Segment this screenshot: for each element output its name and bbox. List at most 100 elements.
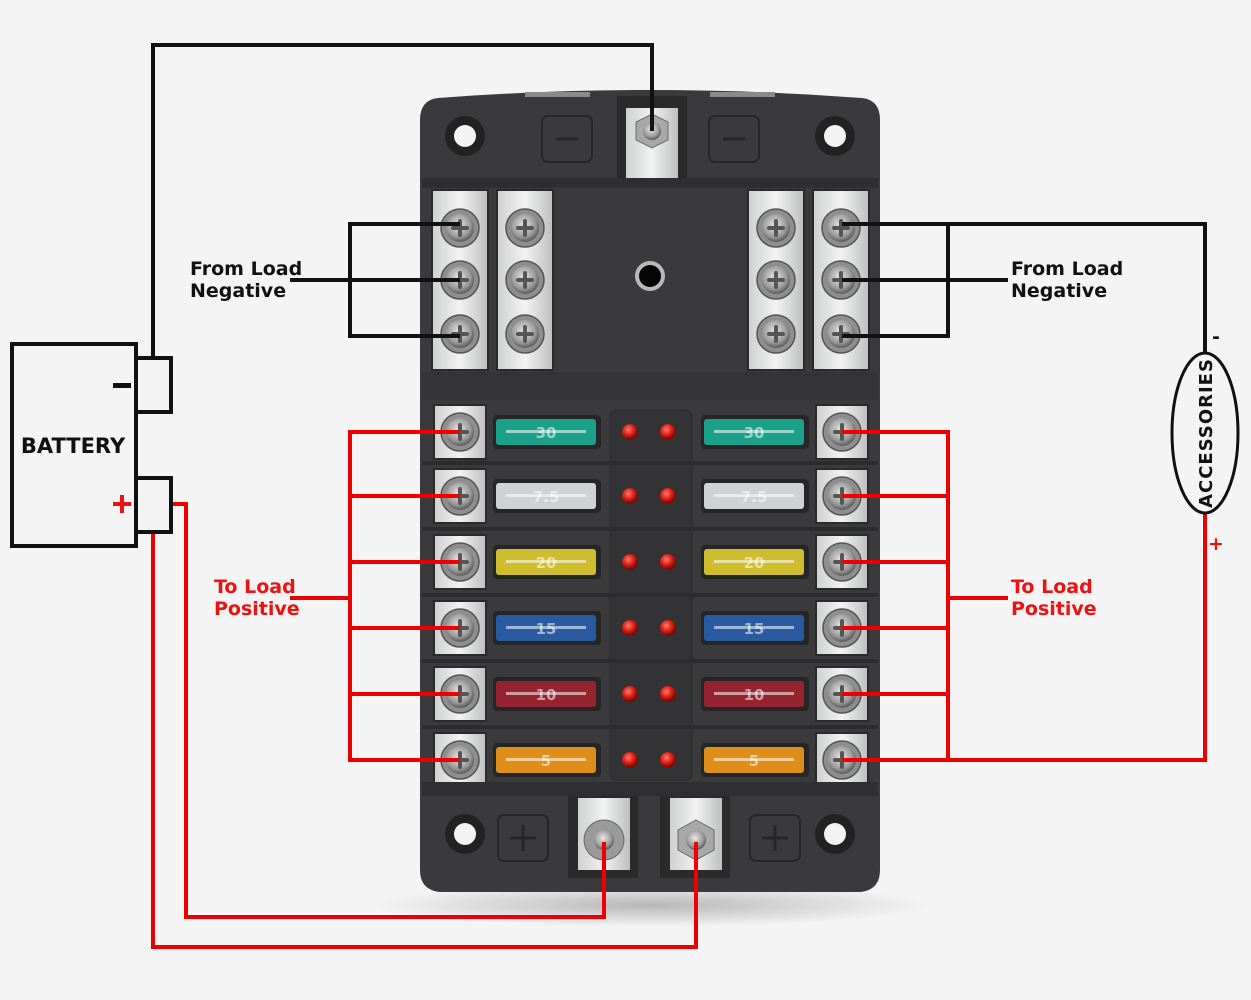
positive-marking-right [749, 814, 801, 862]
battery-positive-terminal [134, 476, 173, 534]
led-indicator [660, 620, 676, 636]
fuse-left[interactable]: 10 [493, 677, 601, 711]
positive-wires [151, 430, 1207, 949]
negative-bus-screw [821, 208, 861, 248]
fuse-rating: 20 [536, 554, 557, 572]
right-negative-label-line2: Negative [1011, 280, 1107, 302]
battery-negative-terminal [134, 356, 173, 414]
accessories-load [1170, 351, 1240, 515]
led-indicator [622, 554, 638, 570]
led-indicator [622, 620, 638, 636]
negative-main-stud [617, 96, 687, 180]
fuse-rating: 5 [749, 752, 759, 770]
block-header-ridge [422, 178, 878, 188]
wire-battery-positive-to-left-stud [172, 502, 606, 919]
fuse-right[interactable]: 5 [701, 743, 809, 777]
fuse-rating: 20 [744, 554, 765, 572]
right-positive-label-line2: Positive [1011, 598, 1097, 620]
wire-battery-positive-to-right-stud [151, 530, 698, 949]
accessories-negative-symbol: - [1212, 326, 1220, 348]
negative-bus-screw [505, 314, 545, 354]
led-indicator [622, 686, 638, 702]
top-slot-left [525, 92, 590, 97]
negative-bus-screw [756, 208, 796, 248]
right-positive-label-line1: To Load [1011, 576, 1093, 598]
led-indicator [660, 488, 676, 504]
block-mid-ridge [422, 372, 878, 400]
accessories-label: ACCESSORIES [1196, 358, 1217, 508]
fuse-left[interactable]: 30 [493, 415, 601, 449]
battery-negative-symbol [113, 383, 131, 388]
negative-bus-screw [821, 260, 861, 300]
wire-right-positive-branches [842, 430, 948, 762]
top-slot-right [710, 92, 775, 97]
fuse-rating: 15 [744, 620, 765, 638]
led-indicator [622, 424, 638, 440]
negative-bus-screw [821, 314, 861, 354]
fuse-left[interactable]: 5 [493, 743, 601, 777]
negative-marking-left [541, 115, 593, 163]
fuse-rating: 7.5 [533, 488, 560, 506]
fuse-rating: 10 [536, 686, 557, 704]
negative-bus-screw [756, 314, 796, 354]
led-indicator [622, 488, 638, 504]
fuse-right[interactable]: 7.5 [701, 479, 809, 513]
row-divider [422, 527, 878, 531]
left-negative-label: From Load Negative [190, 258, 302, 302]
wire-left-positive-branches [350, 430, 460, 762]
negative-bus-screw [756, 260, 796, 300]
led-indicator [660, 686, 676, 702]
fuse-rating: 30 [536, 424, 557, 442]
right-positive-label: To Load Positive [1011, 576, 1097, 620]
row-divider [422, 593, 878, 597]
left-positive-label: To Load Positive [214, 576, 300, 620]
led-indicator [622, 752, 638, 768]
negative-bus-screw [505, 260, 545, 300]
led-indicator [660, 554, 676, 570]
left-negative-label-line2: Negative [190, 280, 286, 302]
battery-positive-symbol [113, 495, 131, 513]
accessories: ACCESSORIES - + [1170, 326, 1240, 555]
row-divider [422, 461, 878, 465]
block-footer-ridge [422, 782, 878, 796]
negative-marking-right [708, 115, 760, 163]
positive-marking-left [497, 814, 549, 862]
battery-label: BATTERY [21, 434, 126, 458]
fuse-rating: 30 [744, 424, 765, 442]
wire-battery-negative-to-block [151, 43, 654, 358]
fuse-rating: 7.5 [741, 488, 768, 506]
negative-bus-screw [440, 208, 480, 248]
mounting-hole-bottom-right [815, 814, 855, 854]
mounting-hole-top-left [445, 116, 485, 156]
left-negative-label-line1: From Load [190, 258, 302, 280]
fuse-left[interactable]: 20 [493, 545, 601, 579]
wire-accessories-positive [948, 512, 1207, 762]
negative-wires [151, 43, 1207, 358]
positive-main-stud-left [568, 796, 638, 878]
right-negative-label-line1: From Load [1011, 258, 1123, 280]
left-positive-label-line1: To Load [214, 576, 296, 598]
left-positive-label-line2: Positive [214, 598, 300, 620]
fuse-right[interactable]: 10 [701, 677, 809, 711]
mounting-hole-bottom-left [445, 814, 485, 854]
battery-body [10, 342, 138, 548]
fuse-rating: 5 [541, 752, 551, 770]
led-indicator [660, 424, 676, 440]
fuse-right[interactable]: 15 [701, 611, 809, 645]
led-indicator [660, 752, 676, 768]
fuse-left[interactable]: 7.5 [493, 479, 601, 513]
center-hole [635, 261, 665, 291]
battery: BATTERY [10, 342, 173, 548]
fuse-left[interactable]: 15 [493, 611, 601, 645]
fuse-rating: 10 [744, 686, 765, 704]
mounting-hole-top-right [815, 116, 855, 156]
fuse-right[interactable]: 20 [701, 545, 809, 579]
accessories-positive-symbol: + [1208, 533, 1224, 555]
row-divider [422, 659, 878, 663]
fuse-right[interactable]: 30 [701, 415, 809, 449]
row-divider [422, 725, 878, 729]
wire-accessories-negative [948, 222, 1207, 355]
